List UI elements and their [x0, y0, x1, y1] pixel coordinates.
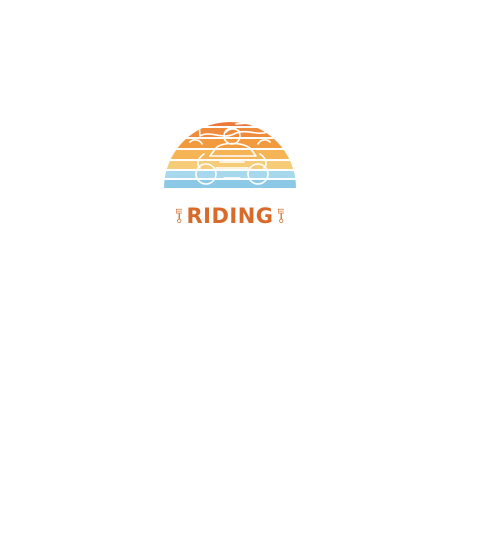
- title-row: RIDING: [176, 202, 284, 230]
- title-text: RIDING: [186, 203, 274, 228]
- sunset-stripes-icon: [164, 102, 296, 188]
- piston-icon: [277, 208, 284, 223]
- piston-icon: [176, 208, 183, 223]
- retro-sunset-emblem: [160, 92, 300, 192]
- biker-with-flag-icon: [189, 102, 271, 185]
